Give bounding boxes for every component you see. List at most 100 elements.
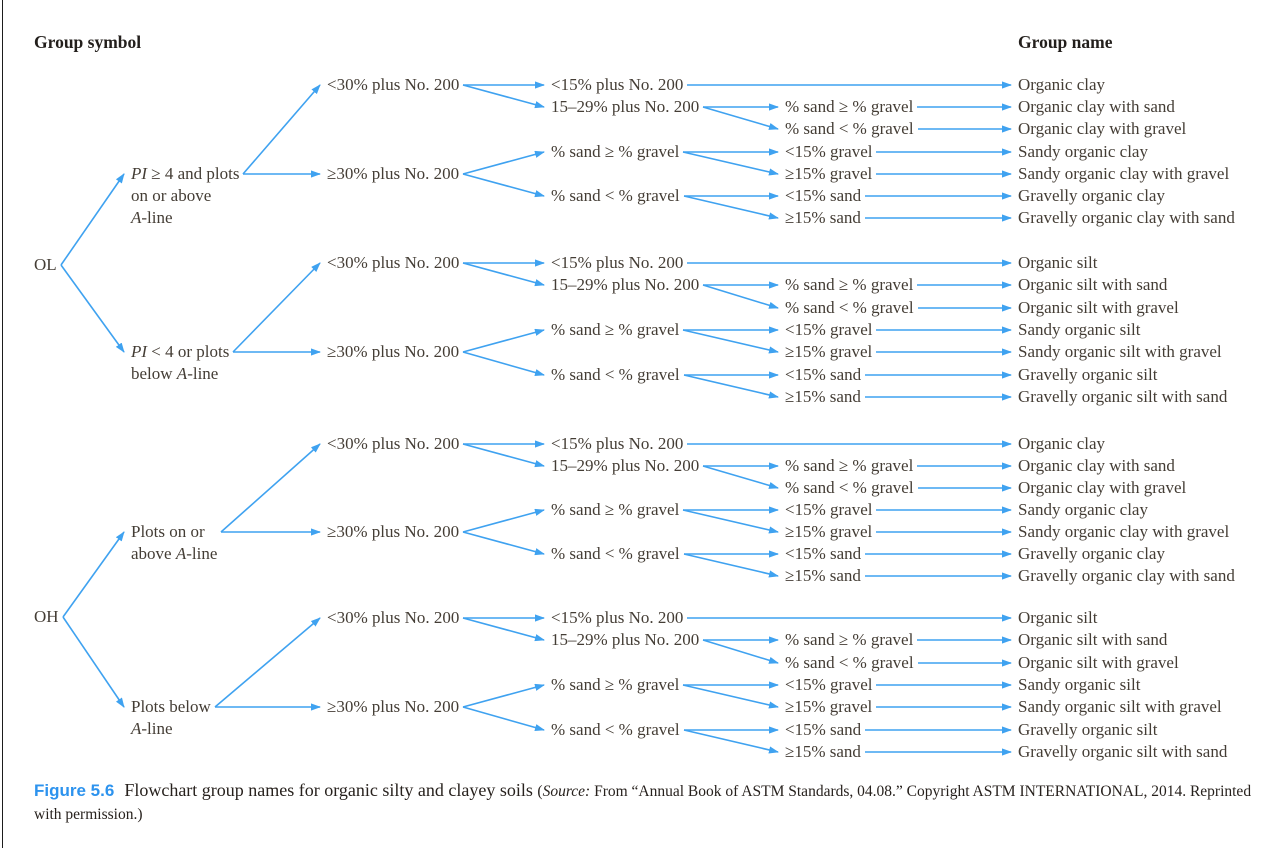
arrow-oh-to-cond-4	[62, 616, 125, 708]
node-sltg4-3: % sand < % gravel	[785, 478, 914, 497]
arrow-sltg3-4-to-ge15s-4	[683, 729, 779, 754]
arrow-cond-2-to-lt30-2	[232, 262, 321, 353]
node-name-1-7: Gravelly organic clay with sand	[1018, 208, 1235, 227]
arrow-sgeg3-2-to-ge15g-2	[682, 329, 779, 354]
node-ge15g-1: ≥15% gravel	[785, 164, 873, 183]
arrow-ge30-4-to-sltg3-4	[462, 706, 545, 732]
arrow-cond-1-to-lt30-1	[242, 84, 321, 175]
node-p1529-4: 15–29% plus No. 200	[551, 630, 700, 649]
arrow-sltg3-1-to-ge15s-1	[683, 195, 779, 220]
node-name-2-6: Gravelly organic silt	[1018, 365, 1158, 384]
node-lt15p200-4: <15% plus No. 200	[551, 608, 684, 627]
arrow-sgeg3-3-to-ge15g-3	[682, 509, 779, 534]
node-sltg4-4: % sand < % gravel	[785, 653, 914, 672]
arrow-ge30-1-to-sgeg3-1	[462, 150, 545, 175]
node-lt30-3: <30% plus No. 200	[327, 434, 460, 453]
arrow-p1529-4-to-sltg4-4	[702, 639, 779, 664]
node-sltg4-1: % sand < % gravel	[785, 119, 914, 138]
node-name-4-3: Organic silt with gravel	[1018, 653, 1179, 672]
node-name-4-1: Organic silt	[1018, 608, 1098, 627]
arrow-cond-4-to-lt30-4	[214, 617, 321, 708]
arrow-p1529-2-to-sltg4-2	[702, 284, 779, 309]
node-ge15s-4: ≥15% sand	[785, 742, 861, 761]
page-edge-line	[2, 0, 3, 848]
node-name-3-3: Organic clay with gravel	[1018, 478, 1187, 497]
arrow-p1529-1-to-sltg4-1	[702, 106, 779, 130]
node-name-1-4: Sandy organic clay	[1018, 142, 1148, 161]
node-sltg3-4: % sand < % gravel	[551, 720, 680, 739]
node-name-4-5: Sandy organic silt with gravel	[1018, 697, 1222, 716]
node-p1529-3: 15–29% plus No. 200	[551, 456, 700, 475]
node-sgeg4-4: % sand ≥ % gravel	[785, 630, 914, 649]
node-name-4-4: Sandy organic silt	[1018, 675, 1141, 694]
node-sltg4-2: % sand < % gravel	[785, 298, 914, 317]
node-sgeg3-1: % sand ≥ % gravel	[551, 142, 680, 161]
node-name-2-7: Gravelly organic silt with sand	[1018, 387, 1228, 406]
arrow-ge30-1-to-sltg3-1	[462, 173, 545, 198]
node-p1529-2: 15–29% plus No. 200	[551, 275, 700, 294]
node-sgeg3-2: % sand ≥ % gravel	[551, 320, 680, 339]
arrow-ol-to-cond-1	[60, 173, 125, 266]
arrow-ge30-2-to-sltg3-2	[462, 351, 545, 377]
arrow-sltg3-2-to-ge15s-2	[683, 374, 779, 399]
node-name-1-3: Organic clay with gravel	[1018, 119, 1187, 138]
node-lt15g-1: <15% gravel	[785, 142, 873, 161]
arrow-sltg3-3-to-ge15s-3	[683, 553, 779, 578]
node-name-1-1: Organic clay	[1018, 75, 1106, 94]
node-p1529-1: 15–29% plus No. 200	[551, 97, 700, 116]
caption-source-label: Source:	[542, 783, 591, 800]
arrow-oh-to-cond-3	[62, 531, 125, 618]
node-name-3-2: Organic clay with sand	[1018, 456, 1175, 475]
flowchart-arrows	[60, 81, 1012, 756]
arrow-ge30-3-to-sltg3-3	[462, 531, 545, 556]
node-name-2-1: Organic silt	[1018, 253, 1098, 272]
node-sltg3-3: % sand < % gravel	[551, 544, 680, 563]
node-name-4-6: Gravelly organic silt	[1018, 720, 1158, 739]
figure-caption: Figure 5.6 Flowchart group names for orga…	[34, 779, 1258, 826]
node-lt15s-2: <15% sand	[785, 365, 862, 384]
caption-text: Flowchart group names for organic silty …	[124, 780, 538, 800]
node-name-4-7: Gravelly organic silt with sand	[1018, 742, 1228, 761]
node-lt15p200-1: <15% plus No. 200	[551, 75, 684, 94]
arrow-ge30-4-to-sgeg3-4	[462, 683, 545, 708]
node-ge30-2: ≥30% plus No. 200	[327, 342, 460, 361]
node-lt30-2: <30% plus No. 200	[327, 253, 460, 272]
node-name-2-2: Organic silt with sand	[1018, 275, 1168, 294]
arrow-cond-3-to-lt30-3	[220, 443, 321, 533]
node-ge15s-2: ≥15% sand	[785, 387, 861, 406]
arrow-p1529-3-to-sltg4-3	[702, 465, 779, 489]
node-sgeg3-4: % sand ≥ % gravel	[551, 675, 680, 694]
node-sgeg4-1: % sand ≥ % gravel	[785, 97, 914, 116]
node-oh: OH	[34, 607, 59, 626]
arrow-sgeg3-1-to-ge15g-1	[682, 151, 779, 176]
node-lt15g-3: <15% gravel	[785, 500, 873, 519]
figure-number-label: Figure 5.6	[34, 781, 115, 800]
arrow-lt30-4-to-p1529-4	[462, 617, 545, 642]
node-lt30-1: <30% plus No. 200	[327, 75, 460, 94]
node-lt15s-4: <15% sand	[785, 720, 862, 739]
node-ol: OL	[34, 255, 57, 274]
node-name-1-2: Organic clay with sand	[1018, 97, 1175, 116]
node-sltg3-2: % sand < % gravel	[551, 365, 680, 384]
arrow-lt30-3-to-p1529-3	[462, 443, 545, 468]
node-name-3-1: Organic clay	[1018, 434, 1106, 453]
node-lt15p200-2: <15% plus No. 200	[551, 253, 684, 272]
node-name-2-3: Organic silt with gravel	[1018, 298, 1179, 317]
arrow-ge30-2-to-sgeg3-2	[462, 328, 545, 353]
node-name-3-6: Gravelly organic clay	[1018, 544, 1165, 563]
node-lt15p200-3: <15% plus No. 200	[551, 434, 684, 453]
group-symbol-header: Group symbol	[34, 32, 142, 52]
node-ge30-1: ≥30% plus No. 200	[327, 164, 460, 183]
caption-source: (Source: From “Annual Book of ASTM Stand…	[34, 783, 1252, 823]
node-name-3-4: Sandy organic clay	[1018, 500, 1148, 519]
node-sgeg4-3: % sand ≥ % gravel	[785, 456, 914, 475]
node-name-3-7: Gravelly organic clay with sand	[1018, 566, 1235, 585]
node-ge15g-4: ≥15% gravel	[785, 697, 873, 716]
node-ge15s-3: ≥15% sand	[785, 566, 861, 585]
node-name-1-5: Sandy organic clay with gravel	[1018, 164, 1230, 183]
